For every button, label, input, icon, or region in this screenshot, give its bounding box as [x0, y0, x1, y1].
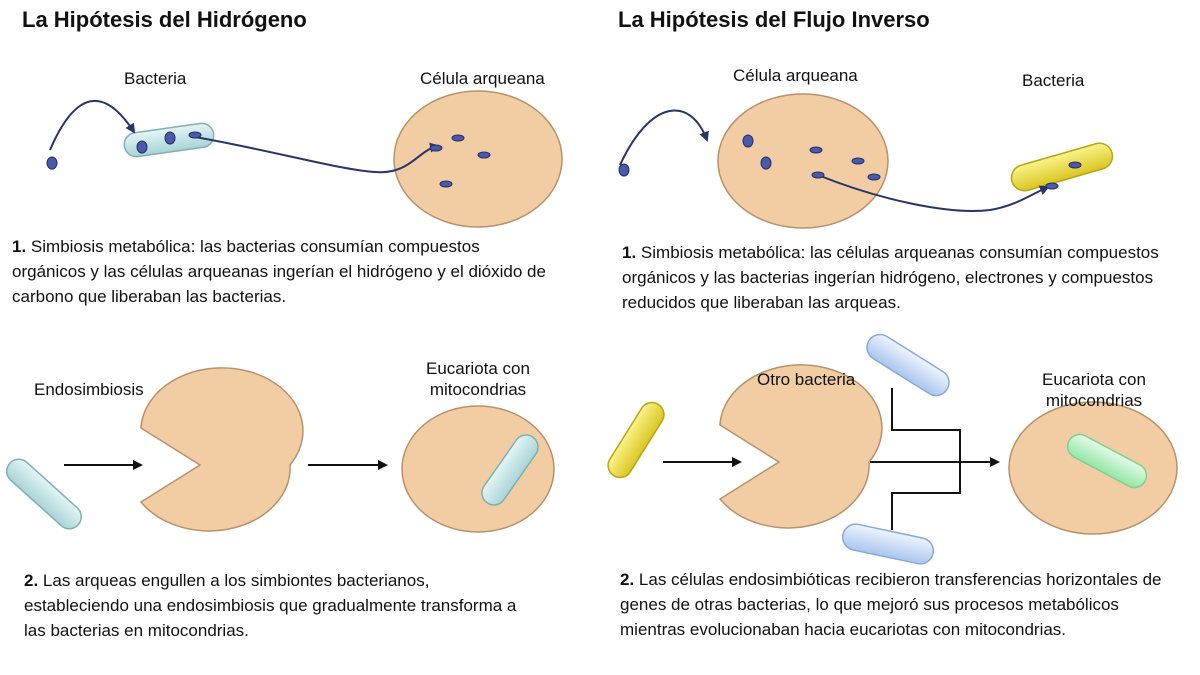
right-step2-other-bacterium-bottom	[841, 523, 935, 565]
left-step2-eukaryote-cell	[401, 405, 555, 533]
right-step1-incoming-arrow	[619, 109, 709, 166]
right-step2-text: Las células endosimbióticas recibieron t…	[620, 570, 1162, 639]
right-step2-eukaryote-cell	[1008, 401, 1178, 535]
right-step2-label-eukaryote-line2: mitocondrias	[1045, 391, 1143, 410]
left-step2-label-eukaryote-line2: mitocondrias	[429, 380, 527, 399]
right-step1-transfer-arrow	[817, 174, 1050, 212]
right-step2-gene-transfer-line-top	[891, 388, 961, 462]
left-step2-number: 2.	[24, 571, 39, 590]
left-step2-text: Las arqueas engullen a los simbiontes ba…	[24, 571, 517, 640]
left-step1-incoming-arrow	[49, 100, 136, 151]
right-title: La Hipótesis del Flujo Inverso	[618, 7, 930, 32]
right-step2-label-other-bacteria: Otro bacteria	[757, 370, 856, 389]
right-step1-bacterium	[1010, 142, 1114, 192]
right-step1-label-bacteria: Bacteria	[1022, 71, 1085, 90]
left-step1-transfer-arrow	[194, 136, 440, 174]
left-step1-molecules	[46, 131, 491, 188]
right-step1-caption: 1. Simbiosis metabólica: las células arq…	[622, 240, 1190, 315]
right-step1-molecules	[618, 134, 1082, 190]
left-title: La Hipótesis del Hidrógeno	[22, 7, 307, 32]
left-step2-free-bacterium	[5, 458, 83, 530]
right-step1-text: Simbiosis metabólica: las células arquea…	[622, 243, 1159, 312]
right-step1-archaea-cell	[717, 93, 889, 229]
left-step1-label-archaea: Célula arqueana	[420, 69, 545, 88]
left-step2-engulfing-cell	[139, 367, 304, 532]
left-step2-mitochondrion	[481, 434, 539, 506]
left-step2-label-eukaryote: Eucariota con mitocondrias	[408, 358, 548, 400]
right-step2-caption: 2. Las células endosimbióticas recibiero…	[620, 567, 1180, 642]
right-step1-number: 1.	[622, 243, 637, 262]
right-step2-mitochondrion	[1066, 433, 1148, 489]
right-step1-label-archaea: Célula arqueana	[733, 66, 858, 85]
left-step2-caption: 2. Las arqueas engullen a los simbiontes…	[24, 568, 524, 643]
left-step1-label-bacteria: Bacteria	[124, 69, 187, 88]
right-step2-label-eukaryote: Eucariota con mitocondrias	[1024, 369, 1164, 411]
right-step2-other-bacterium-top	[866, 333, 950, 397]
left-step1-caption: 1. Simbiosis metabólica: las bacterias c…	[12, 234, 552, 309]
right-step2-label-eukaryote-line1: Eucariota con	[1042, 370, 1146, 389]
right-step2-engulfing-cell	[718, 364, 883, 529]
right-step2-yellow-bacterium	[607, 401, 665, 479]
left-step2-label-endosymbiosis: Endosimbiosis	[34, 380, 144, 399]
left-step1-archaea-cell	[393, 90, 563, 228]
left-step1-text: Simbiosis metabólica: las bacterias cons…	[12, 237, 546, 306]
right-step2-gene-transfer-line-bottom	[891, 462, 961, 530]
left-step1-number: 1.	[12, 237, 27, 256]
right-step2-number: 2.	[620, 570, 635, 589]
left-step2-label-eukaryote-line1: Eucariota con	[426, 359, 530, 378]
